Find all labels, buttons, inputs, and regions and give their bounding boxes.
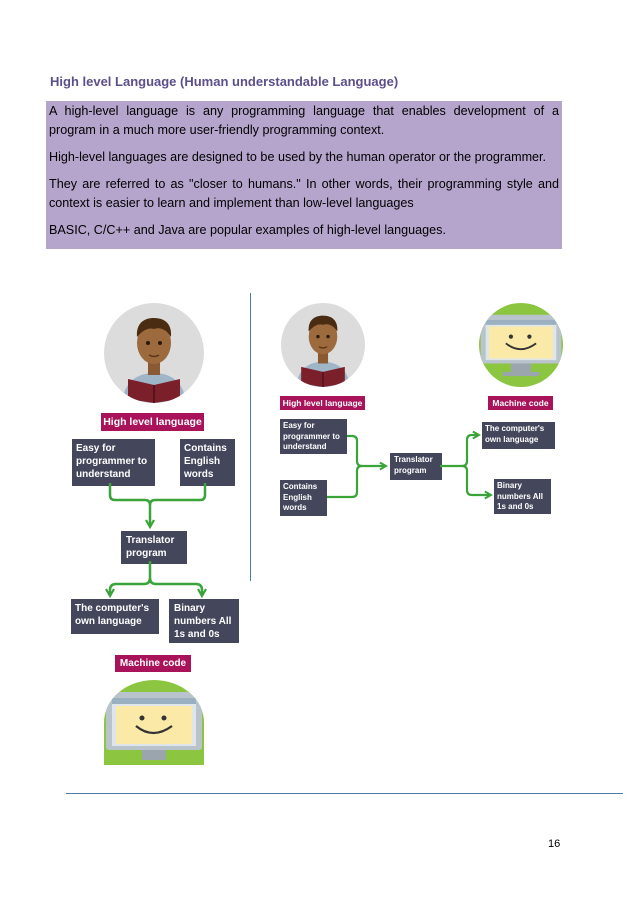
box-computers-own-language-small: The computer's own language: [482, 422, 555, 449]
box-easy-for-programmer-small: Easy for programmer to understand: [280, 419, 347, 454]
box-computers-own-language: The computer's own language: [71, 599, 159, 634]
paragraph-closer-to-humans: They are referred to as "closer to human…: [49, 177, 559, 210]
tag-high-level-language: High level language: [101, 413, 204, 431]
paragraph-definition: A high-level language is any programming…: [49, 104, 559, 137]
box-binary-numbers: Binary numbers All 1s and 0s: [169, 599, 239, 643]
footer-rule: [66, 793, 623, 794]
computer-smiley-icon-small: [479, 303, 563, 387]
page-number: 16: [548, 838, 561, 850]
paragraph-examples: BASIC, C/C++ and Java are popular exampl…: [49, 223, 446, 237]
box-translator-program: Translator program: [121, 531, 187, 564]
tag-machine-code-small: Machine code: [488, 396, 553, 410]
programmer-reading-icon: [104, 303, 204, 403]
section-heading: High level Language (Human understandabl…: [50, 74, 399, 89]
box-binary-numbers-small: Binary numbers All 1s and 0s: [494, 479, 551, 514]
definition-box: A high-level language is any programming…: [46, 101, 562, 249]
paragraph-design: High-level languages are designed to be …: [49, 150, 547, 164]
box-easy-for-programmer: Easy for programmer to understand: [72, 439, 155, 486]
box-contains-english-words: Contains English words: [180, 439, 235, 486]
column-divider: [250, 293, 251, 581]
tag-machine-code: Machine code: [115, 655, 191, 672]
programmer-reading-icon-small: [281, 303, 365, 387]
box-contains-english-words-small: Contains English words: [280, 480, 327, 516]
computer-smiley-icon: [104, 680, 204, 765]
tag-high-level-language-small: High level language: [280, 396, 365, 410]
box-translator-program-small: Translator program: [390, 453, 442, 480]
